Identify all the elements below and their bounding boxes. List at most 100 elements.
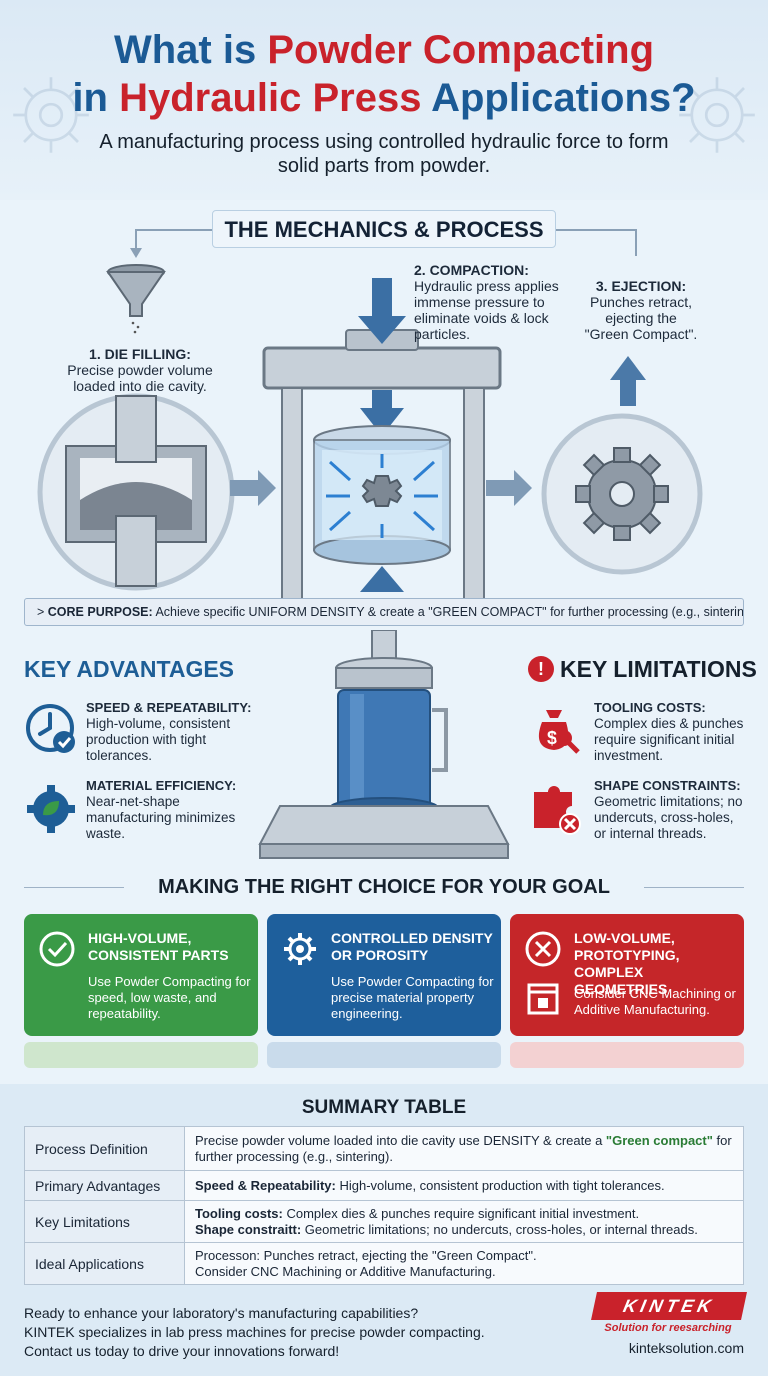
step-compaction: 2. COMPACTION: Hydraulic press applies i… bbox=[414, 262, 564, 342]
card-text: Use Powder Compacting for precise materi… bbox=[331, 974, 494, 1021]
row-value: Processon: Punches retract, ejecting the… bbox=[184, 1242, 744, 1285]
advantages-title: KEY ADVANTAGES bbox=[24, 656, 235, 682]
3d-printer-icon bbox=[527, 983, 559, 1015]
title-text: Applications? bbox=[421, 76, 696, 120]
step-die-filling: 1. DIE FILLING: Precise powder volume lo… bbox=[50, 346, 230, 394]
divider-line bbox=[24, 887, 124, 888]
footer-line: Ready to enhance your laboratory's manuf… bbox=[24, 1305, 419, 1321]
limitation-tooling: TOOLING COSTS: Complex dies & punches re… bbox=[594, 700, 744, 764]
row-value-bold: Shape constraitt: bbox=[195, 1221, 302, 1237]
flow-line bbox=[135, 229, 212, 250]
core-purpose-label: CORE PURPOSE: bbox=[47, 605, 153, 619]
row-value-text: Consider CNC Machining or Additive Manuf… bbox=[195, 1263, 496, 1279]
step-title: 3. EJECTION: bbox=[595, 278, 687, 294]
row-value-text: Geometric limitations; no undercuts, cro… bbox=[301, 1221, 698, 1237]
limitation-text: Geometric limitations; no undercuts, cro… bbox=[594, 794, 743, 841]
table-row: Primary Advantages Speed & Repeatability… bbox=[24, 1170, 744, 1201]
row-value: Speed & Repeatability: High-volume, cons… bbox=[184, 1170, 744, 1201]
flow-arrow-icon bbox=[486, 470, 532, 506]
limitation-title: SHAPE CONSTRAINTS: bbox=[594, 778, 741, 793]
ejection-illustration bbox=[541, 413, 703, 575]
row-key: Process Definition bbox=[24, 1126, 185, 1171]
hydraulic-cylinder-illustration bbox=[258, 630, 510, 859]
x-circle-icon bbox=[525, 931, 561, 967]
limitation-shape: SHAPE CONSTRAINTS: Geometric limitations… bbox=[594, 778, 744, 842]
flow-line bbox=[556, 229, 637, 256]
row-value-text: Precise powder volume loaded into die ca… bbox=[195, 1132, 606, 1148]
advantage-title: SPEED & REPEATABILITY: bbox=[86, 700, 252, 715]
choice-card-low-volume: LOW-VOLUME, PROTOTYPING, COMPLEX GEOMETR… bbox=[510, 914, 744, 1036]
process-diagram bbox=[37, 229, 703, 600]
flow-arrow-icon bbox=[230, 470, 276, 506]
table-row: Ideal Applications Processon: Punches re… bbox=[24, 1242, 744, 1285]
card-text: Consider CNC Machining or Additive Manuf… bbox=[574, 986, 736, 1017]
core-purpose-text: Achieve specific UNIFORM DENSITY & creat… bbox=[152, 605, 744, 619]
choice-card-high-volume: HIGH-VOLUME, CONSISTENT PARTS Use Powder… bbox=[24, 914, 258, 1036]
choice-section-title: MAKING THE RIGHT CHOICE FOR YOUR GOAL bbox=[158, 876, 610, 898]
card-title: LOW-VOLUME, PROTOTYPING, COMPLEX GEOMETR… bbox=[574, 930, 680, 997]
footer-line: Contact us today to drive your innovatio… bbox=[24, 1343, 340, 1359]
card-text: Use Powder Compacting for speed, low was… bbox=[88, 974, 251, 1021]
gear-decoration-icon bbox=[679, 77, 755, 153]
limitations-title-text: KEY LIMITATIONS bbox=[560, 656, 757, 682]
row-key: Primary Advantages bbox=[24, 1170, 185, 1201]
ram-arrow-icon bbox=[360, 566, 404, 592]
choice-card-density: CONTROLLED DENSITY OR POROSITY Use Powde… bbox=[267, 914, 501, 1036]
funnel-icon bbox=[106, 264, 166, 334]
page-title: What is Powder Compacting in Hydraulic P… bbox=[0, 26, 768, 122]
step-ejection: 3. EJECTION: Punches retract, ejecting t… bbox=[582, 278, 700, 342]
gear-decoration-icon bbox=[13, 77, 89, 153]
row-value-text: for further processing (e.g., sintering)… bbox=[195, 1132, 732, 1164]
check-circle-icon bbox=[39, 931, 75, 967]
row-value-text: Processon: Punches retract, ejecting the… bbox=[195, 1247, 537, 1263]
summary-table: Process Definition Precise powder volume… bbox=[24, 1126, 744, 1285]
die-filling-illustration bbox=[37, 393, 235, 591]
advantage-text: Near-net-shape manufacturing minimizes w… bbox=[86, 794, 236, 841]
row-value-text: Complex dies & punches require significa… bbox=[282, 1205, 640, 1221]
card-title: HIGH-VOLUME, CONSISTENT PARTS bbox=[88, 930, 229, 963]
card-reflection bbox=[267, 1042, 501, 1068]
step-text: Punches retract, ejecting the "Green Com… bbox=[584, 294, 698, 342]
header: What is Powder Compacting in Hydraulic P… bbox=[0, 0, 768, 200]
row-value: Tooling costs: Complex dies & punches re… bbox=[184, 1200, 744, 1243]
card-reflection bbox=[24, 1042, 258, 1068]
row-key: Key Limitations bbox=[24, 1200, 185, 1243]
step-title: 1. DIE FILLING: bbox=[89, 346, 191, 362]
divider-line bbox=[644, 887, 744, 888]
step-text: Hydraulic press applies immense pressure… bbox=[414, 278, 559, 342]
footer-text: Ready to enhance your laboratory's manuf… bbox=[24, 1304, 544, 1361]
money-bag-wrench-icon: $ bbox=[538, 710, 580, 754]
compaction-arrow-icon bbox=[358, 278, 406, 436]
title-highlight: Hydraulic Press bbox=[119, 76, 422, 120]
kintek-logo[interactable]: KINTEK bbox=[591, 1292, 747, 1320]
clock-check-icon bbox=[26, 704, 75, 753]
footer-line: KINTEK specializes in lab press machines… bbox=[24, 1324, 485, 1340]
summary-title: SUMMARY TABLE bbox=[301, 1097, 467, 1118]
row-value-bold: Tooling costs: bbox=[195, 1205, 283, 1221]
card-title: CONTROLLED DENSITY OR POROSITY bbox=[331, 930, 493, 963]
card-reflection bbox=[510, 1042, 744, 1068]
logo-tagline: Solution for reesarching bbox=[604, 1322, 732, 1334]
hydraulic-press-frame bbox=[262, 329, 502, 600]
row-value-highlight: "Green compact" bbox=[605, 1132, 713, 1148]
step-title: 2. COMPACTION: bbox=[414, 262, 529, 278]
advantage-material: MATERIAL EFFICIENCY: Near-net-shape manu… bbox=[86, 778, 256, 842]
ejection-arrow-icon bbox=[610, 356, 646, 406]
puzzle-x-icon bbox=[534, 786, 581, 835]
core-purpose-prefix: > bbox=[37, 605, 48, 619]
website-link[interactable]: kinteksolution.com bbox=[628, 1340, 744, 1356]
flow-arrowhead bbox=[130, 248, 142, 258]
page-subtitle: A manufacturing process using controlled… bbox=[99, 131, 669, 177]
gear-leaf-icon bbox=[27, 785, 75, 833]
limitations-title: !KEY LIMITATIONS bbox=[528, 656, 757, 683]
alert-icon: ! bbox=[528, 656, 554, 682]
step-text: Precise powder volume loaded into die ca… bbox=[67, 362, 213, 394]
advantage-title: MATERIAL EFFICIENCY: bbox=[86, 778, 237, 793]
limitation-text: Complex dies & punches require significa… bbox=[594, 716, 744, 763]
mechanics-section-title: THE MECHANICS & PROCESS bbox=[212, 210, 556, 248]
advantage-speed: SPEED & REPEATABILITY: High-volume, cons… bbox=[86, 700, 256, 764]
row-value-bold: Speed & Repeatability: bbox=[195, 1177, 336, 1193]
gear-settings-icon bbox=[284, 933, 316, 965]
row-value-text: High-volume, consistent production with … bbox=[335, 1177, 665, 1193]
core-purpose-banner: > CORE PURPOSE: Achieve specific UNIFORM… bbox=[24, 598, 744, 626]
